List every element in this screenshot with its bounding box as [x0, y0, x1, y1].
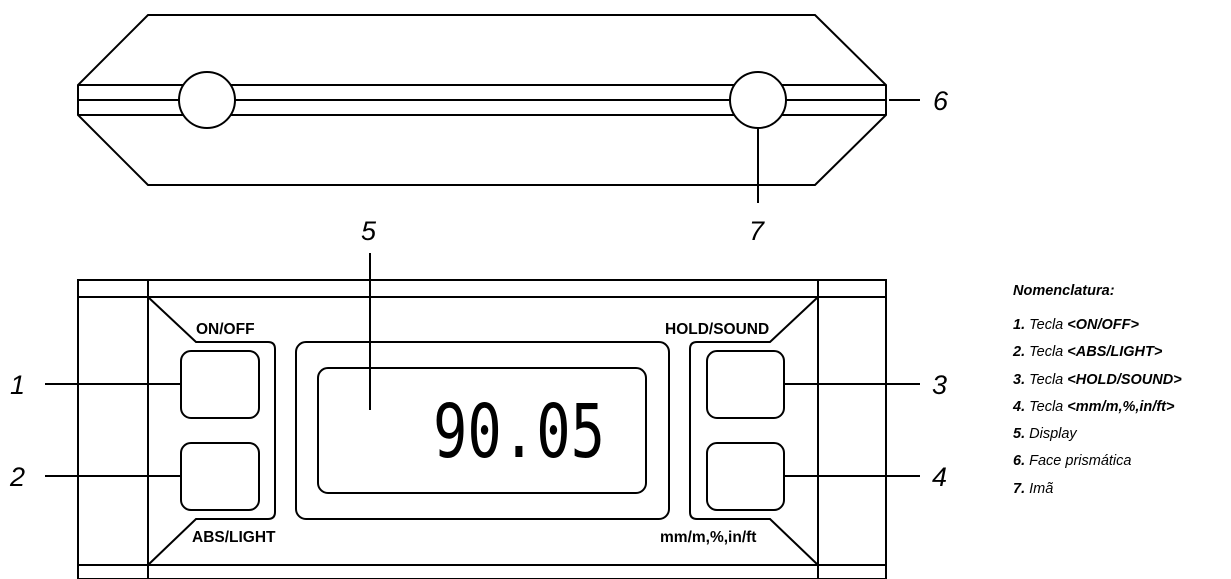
- on-off-label: ON/OFF: [196, 321, 255, 338]
- legend-item-key: <ABS/LIGHT>: [1067, 344, 1163, 361]
- hold-sound-label: HOLD/SOUND: [665, 321, 769, 338]
- abs-light-button[interactable]: [180, 442, 260, 511]
- legend-item-number: 4.: [1013, 398, 1026, 415]
- front-outline: [77, 279, 887, 579]
- callout-2: 2: [9, 462, 25, 492]
- legend-item-text: Face prismática: [1029, 453, 1132, 470]
- nomenclature-legend: Nomenclatura: 1. Tecla <ON/OFF> 2. Tecla…: [1013, 282, 1228, 507]
- on-off-button[interactable]: [180, 350, 260, 419]
- hold-sound-button[interactable]: [706, 350, 785, 419]
- legend-item-text: Tecla: [1029, 317, 1068, 333]
- legend-item: 5. Display: [1013, 425, 1228, 452]
- legend-item-text: Tecla: [1029, 371, 1068, 388]
- legend-item-number: 7.: [1013, 480, 1026, 497]
- magnet-left: [178, 71, 236, 129]
- legend-item: 6. Face prismática: [1013, 452, 1228, 479]
- legend-item-number: 5.: [1013, 426, 1026, 443]
- legend-item-key: <HOLD/SOUND>: [1067, 371, 1182, 388]
- display-housing: [295, 341, 670, 520]
- callout-7: 7: [749, 216, 765, 246]
- legend-item: 7. Imã: [1013, 480, 1228, 507]
- prismatic-outline: [77, 14, 887, 186]
- units-label: mm/m,%,in/ft: [660, 529, 756, 546]
- legend-item-number: 6.: [1013, 453, 1026, 470]
- legend-item: 2. Tecla <ABS/LIGHT>: [1013, 343, 1228, 370]
- legend-item: 1. Tecla <ON/OFF>: [1013, 316, 1228, 343]
- legend-item-number: 1.: [1013, 317, 1026, 333]
- callout-6: 6: [933, 86, 949, 116]
- left-panel-frame: [147, 296, 276, 566]
- legend-item-text: Tecla: [1029, 344, 1068, 361]
- legend-item: 4. Tecla <mm/m,%,in/ft>: [1013, 398, 1228, 425]
- callout-1: 1: [10, 370, 25, 400]
- callout-3: 3: [932, 370, 947, 400]
- right-panel-frame: [689, 296, 819, 566]
- legend-item-text: Display: [1029, 426, 1077, 443]
- level-front-view: [77, 279, 887, 579]
- legend-item-number: 3.: [1013, 371, 1026, 388]
- legend-item-text: Tecla: [1029, 398, 1068, 415]
- magnet-right: [729, 71, 787, 129]
- legend-item-text: Imã: [1029, 480, 1054, 497]
- legend-item-number: 2.: [1013, 344, 1026, 361]
- legend-title: Nomenclatura:: [1013, 283, 1115, 299]
- display-window: [317, 367, 647, 494]
- legend-item-key: <mm/m,%,in/ft>: [1067, 398, 1175, 415]
- units-button[interactable]: [706, 442, 785, 511]
- legend-item-key: <ON/OFF>: [1067, 317, 1139, 333]
- display-reading: 90.05: [433, 389, 605, 475]
- callout-5: 5: [361, 216, 377, 246]
- legend-item: 3. Tecla <HOLD/SOUND>: [1013, 371, 1228, 398]
- prismatic-body-top-view: [77, 14, 887, 186]
- abs-light-label: ABS/LIGHT: [192, 529, 276, 546]
- callout-4: 4: [932, 462, 947, 492]
